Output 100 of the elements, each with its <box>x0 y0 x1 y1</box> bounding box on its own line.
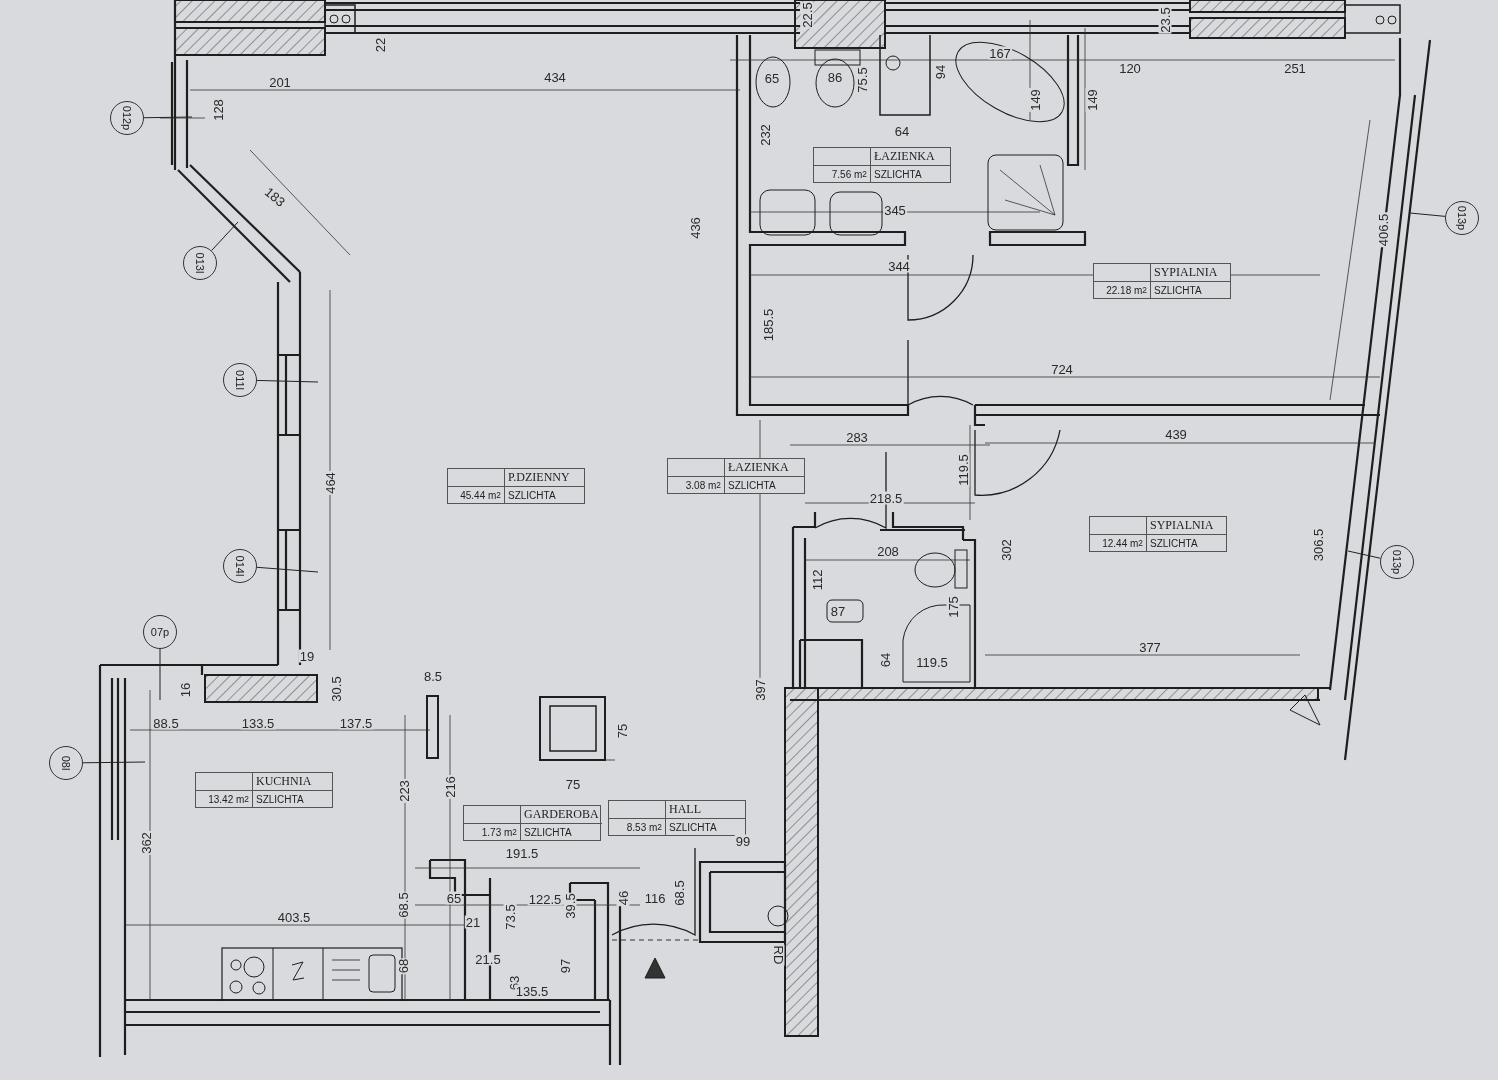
dimension-value: 377 <box>1138 640 1162 654</box>
window-tag <box>223 363 257 397</box>
leader-line <box>82 761 146 764</box>
room-label-table <box>1093 263 1231 299</box>
window-tag <box>223 549 257 583</box>
dimension-value: 251 <box>1283 61 1307 75</box>
dimension-value: 75 <box>615 722 629 740</box>
dimension-value: 119.5 <box>956 453 970 487</box>
dimension-value: 223 <box>397 779 411 803</box>
leader-line <box>256 566 319 573</box>
dimension-value: 175 <box>946 595 960 619</box>
dimension-value: 65 <box>763 71 781 85</box>
dimension-value: 30.5 <box>329 675 343 703</box>
dimension-value: 436 <box>688 216 702 240</box>
dimension-value: 208 <box>876 544 900 558</box>
room-name: KUCHNIA <box>252 773 332 790</box>
dimension-value: 397 <box>753 678 767 702</box>
dimension-value: 75.5 <box>855 66 869 94</box>
dimension-value: 99 <box>734 834 752 848</box>
room-label-table <box>813 147 951 183</box>
dimension-value: 116 <box>643 891 667 905</box>
window-tag <box>143 615 177 649</box>
floor-finish: SZLICHTA <box>870 165 950 182</box>
dimension-value: 128 <box>211 98 225 122</box>
dimension-value: 232 <box>758 123 772 147</box>
floor-finish: SZLICHTA <box>504 486 584 503</box>
leader-line <box>211 221 239 252</box>
window-tag <box>1445 201 1479 235</box>
room-label-table <box>608 800 746 836</box>
room-name: SYPIALNIA <box>1146 517 1226 534</box>
dimension-value: 119.5 <box>915 655 949 669</box>
dimension-value: 302 <box>999 538 1013 562</box>
window-tag <box>183 246 217 280</box>
room-name: GARDEROBA <box>520 806 602 823</box>
leader-line <box>1347 550 1381 559</box>
dimension-value: 724 <box>1050 362 1074 376</box>
dimension-value: 218.5 <box>868 491 904 505</box>
dimension-value: 122.5 <box>527 892 563 906</box>
dimension-value: 16 <box>178 681 192 699</box>
floor-finish: SZLICHTA <box>252 790 332 807</box>
floor-finish: SZLICHTA <box>1150 281 1230 298</box>
dimension-value: 406.5 <box>1376 212 1390 248</box>
room-label-table <box>447 468 585 504</box>
dimension-value: 167 <box>988 46 1012 60</box>
room-name: P.DZIENNY <box>504 469 584 486</box>
room-label-table <box>667 458 805 494</box>
dimension-value: 8.5 <box>422 669 444 683</box>
dimension-value: RD <box>771 944 785 966</box>
dimension-value: 306.5 <box>1311 527 1325 563</box>
room-label-table <box>1089 516 1227 552</box>
room-name: ŁAZIENKA <box>724 459 804 476</box>
dimension-value: 19 <box>298 649 316 663</box>
dimension-value: 403.5 <box>276 910 312 924</box>
dimension-value: 97 <box>558 957 572 975</box>
dimension-value: 201 <box>268 75 292 89</box>
room-name: ŁAZIENKA <box>870 148 950 165</box>
room-name: HALL <box>665 801 745 818</box>
tag-number: 014l <box>234 555 246 577</box>
tag-number: 08l <box>60 755 72 771</box>
dimension-value: 22 <box>373 36 387 54</box>
leader-line <box>159 648 161 701</box>
dimension-value: 22.5 <box>800 1 814 29</box>
room-label-table <box>463 805 601 841</box>
tag-number: 012p <box>121 105 133 131</box>
dimension-value: 64 <box>893 124 911 138</box>
leader-line <box>256 379 319 383</box>
dimension-value: 23.5 <box>1158 6 1172 34</box>
dimension-value: 133.5 <box>240 716 276 730</box>
dimension-value: 185.5 <box>761 307 775 343</box>
dimension-value: 87 <box>829 604 847 618</box>
dimension-value: 86 <box>826 70 844 84</box>
dimension-value: 75 <box>564 777 582 791</box>
tag-number: 013p <box>1391 549 1403 575</box>
window-tag <box>49 746 83 780</box>
leader-line <box>1409 212 1446 217</box>
tag-number: 011l <box>234 370 246 390</box>
floor-finish: SZLICHTA <box>520 823 602 840</box>
tag-number: 07p <box>150 626 170 638</box>
leader-line <box>143 116 193 119</box>
window-tag <box>110 101 144 135</box>
dimension-value: 112 <box>810 568 824 592</box>
dimension-value: 434 <box>543 70 567 84</box>
dimension-value: 345 <box>883 203 907 217</box>
floor-finish: SZLICHTA <box>1146 534 1226 551</box>
dimension-value: 344 <box>887 259 911 273</box>
dimension-value: 64 <box>878 651 892 669</box>
dimension-value: 362 <box>139 831 153 855</box>
dimension-value: 39.5 <box>563 892 577 920</box>
dimension-value: 68.5 <box>672 879 686 907</box>
dimension-value: 21 <box>464 915 482 929</box>
dimension-value: 65 <box>445 891 463 905</box>
window-tag <box>1380 545 1414 579</box>
dimension-value: 149 <box>1085 88 1099 112</box>
dimension-value: 73.5 <box>503 903 517 931</box>
floor-finish: SZLICHTA <box>665 818 745 835</box>
dimension-value: 283 <box>845 430 869 444</box>
dimension-value: 120 <box>1118 61 1142 75</box>
dimension-value: 464 <box>323 471 337 495</box>
dimension-value: 88.5 <box>152 716 180 730</box>
dimension-value: 68 <box>396 957 410 975</box>
